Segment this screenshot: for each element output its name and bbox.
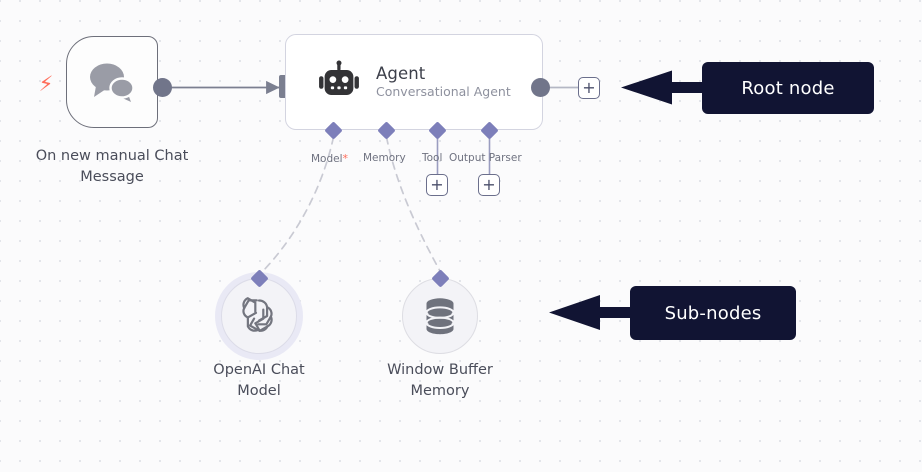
agent-output-port[interactable]	[531, 78, 550, 97]
add-node-button-output-parser[interactable]: +	[478, 174, 500, 196]
sub-nodes-arrow	[549, 295, 632, 330]
lightning-bolt-icon: ⚡	[38, 72, 54, 96]
agent-node[interactable]: Agent Conversational Agent	[285, 34, 543, 130]
annotation-root-node: Root node	[702, 62, 874, 114]
trigger-node-caption: On new manual Chat Message	[35, 148, 189, 185]
add-node-button-main-output[interactable]: +	[578, 77, 600, 99]
openai-logo-icon	[242, 297, 273, 332]
port-label-memory: Memory	[363, 152, 406, 164]
agent-text-block: Agent Conversational Agent	[376, 64, 511, 100]
trigger-node[interactable]	[66, 36, 158, 128]
annotation-sub-nodes: Sub-nodes	[630, 286, 796, 340]
chat-bubbles-icon	[90, 63, 135, 102]
port-label-tool: Tool	[422, 152, 443, 164]
port-label-model: Model*	[311, 152, 348, 166]
agent-input-port[interactable]	[279, 75, 288, 98]
port-label-model-text: Model	[311, 153, 343, 165]
window-buffer-memory-caption: Window Buffer Memory	[387, 362, 493, 399]
window-buffer-memory-node[interactable]	[402, 278, 478, 354]
add-node-button-tool[interactable]: +	[426, 174, 448, 196]
openai-chat-model-caption: OpenAI Chat Model	[213, 362, 305, 399]
openai-chat-model-node[interactable]	[221, 278, 297, 354]
agent-subtitle: Conversational Agent	[376, 84, 511, 99]
agent-title: Agent	[376, 64, 426, 83]
required-asterisk-icon: *	[342, 152, 349, 165]
database-icon	[425, 298, 455, 335]
port-label-output-parser: Output Parser	[449, 152, 522, 164]
robot-icon	[319, 60, 359, 95]
trigger-output-port[interactable]	[153, 78, 172, 97]
root-node-arrow	[621, 70, 704, 105]
